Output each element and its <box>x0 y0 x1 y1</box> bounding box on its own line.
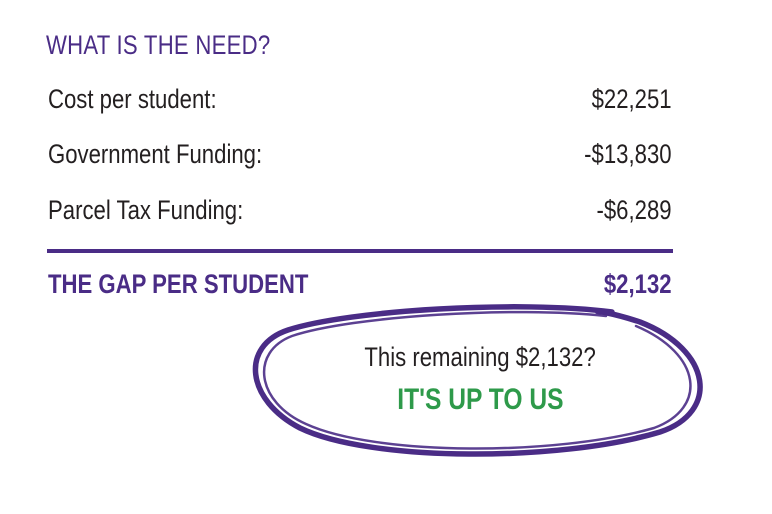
row-label: Parcel Tax Funding: <box>48 195 244 225</box>
row-label: Cost per student: <box>48 84 217 114</box>
total-divider <box>47 249 673 253</box>
parcel-tax-row: Parcel Tax Funding: -$6,289 <box>48 195 672 229</box>
row-label: Government Funding: <box>48 139 263 169</box>
gap-label: THE GAP PER STUDENT <box>48 269 309 299</box>
callout-question: This remaining $2,132? <box>364 342 596 372</box>
row-value: -$6,289 <box>596 195 672 225</box>
row-value: -$13,830 <box>584 139 672 169</box>
section-heading: WHAT IS THE NEED? <box>46 30 271 60</box>
row-value: $22,251 <box>591 84 672 114</box>
gap-row: THE GAP PER STUDENT $2,132 <box>48 269 672 303</box>
cost-row: Cost per student: $22,251 <box>48 84 672 118</box>
callout-emphasis: IT'S UP TO US <box>396 383 564 416</box>
government-funding-row: Government Funding: -$13,830 <box>48 139 672 173</box>
gap-value: $2,132 <box>604 269 672 299</box>
